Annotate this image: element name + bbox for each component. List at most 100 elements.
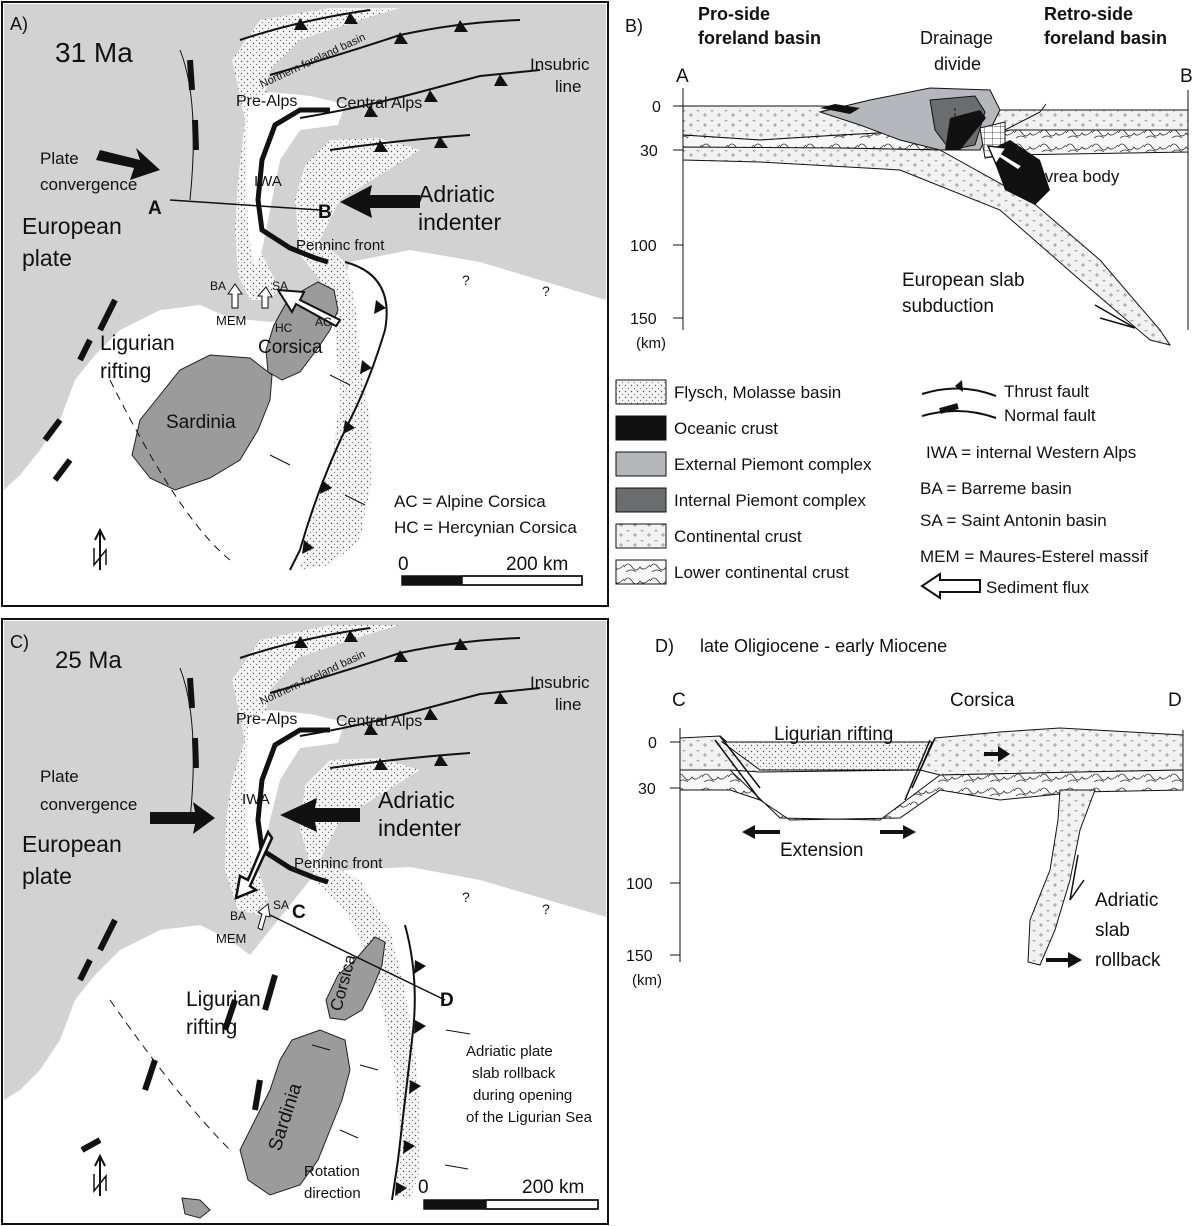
european-slab-b — [682, 146, 1172, 346]
extension-arrow-left — [742, 825, 780, 839]
slab-sense-d — [1069, 854, 1085, 901]
section-end-d: D — [1168, 690, 1182, 711]
hc-label-a: HC — [275, 321, 293, 335]
european-plate-label-c-2: plate — [22, 863, 72, 889]
legend-label-internal: Internal Piemont complex — [674, 491, 866, 510]
plate-convergence-arrow-c — [150, 802, 215, 834]
legend-label-flysch: Flysch, Molasse basin — [674, 383, 841, 402]
scale-bar-a — [401, 575, 583, 586]
panel-b-section — [673, 87, 1189, 346]
panel-a-letter: A) — [10, 14, 28, 34]
retro-side-label-1: Retro-side — [1044, 4, 1133, 24]
north-arrow-c — [93, 1153, 107, 1196]
european-plate-label-c-1: European — [22, 831, 122, 857]
insubric-label-c-2: line — [555, 695, 581, 714]
ba-definition: BA = Barreme basin — [920, 479, 1072, 498]
depth-tick-d-30: 30 — [638, 781, 656, 798]
scale-end-a: 200 km — [506, 554, 568, 575]
sa-label-c: SA — [273, 898, 289, 912]
adriatic-slab-label-2: slab — [1095, 920, 1130, 941]
depth-tick-b-100: 100 — [630, 238, 657, 255]
depth-unit-b: (km) — [636, 335, 666, 352]
legend-thrust-symbol — [921, 387, 997, 397]
thrust-arrow-d — [984, 746, 1010, 762]
pre-alps-label-c: Pre-Alps — [236, 711, 297, 728]
section-point-b: B — [318, 202, 332, 223]
adriatic-arrow-a — [340, 185, 420, 218]
plate-convergence-arrow-a — [96, 148, 160, 180]
panel-c-map — [1, 618, 609, 1225]
scale-zero-a: 0 — [398, 554, 409, 575]
sa-definition: SA = Saint Antonin basin — [920, 511, 1107, 530]
sardinia-label-a: Sardinia — [166, 412, 236, 433]
iwa-label-a: IWA — [254, 173, 282, 190]
legend-normal-label: Normal fault — [1004, 406, 1096, 425]
legend-swatch-external — [615, 451, 667, 477]
pro-side-label-2: foreland basin — [698, 28, 821, 48]
rollback-arrow-d — [1046, 952, 1082, 968]
thrust-teeth-a — [294, 12, 508, 554]
ligurian-label-c-1: Ligurian — [186, 988, 261, 1011]
section-point-a: A — [148, 198, 162, 219]
legend-swatch-oceanic — [615, 415, 667, 441]
iwa-front-a — [255, 107, 330, 265]
oceanic-crust-b — [820, 104, 986, 150]
adriatic-slab-d — [1027, 789, 1096, 966]
sardinia-island-c — [239, 1029, 351, 1196]
panel-b-letter: B) — [625, 16, 643, 36]
panel-a-age: 31 Ma — [55, 37, 133, 68]
penninc-front-label-c: Penninc front — [294, 855, 383, 872]
mem-definition: MEM = Maures-Esterel massif — [920, 547, 1148, 566]
adriatic-slab-label-3: rollback — [1095, 950, 1161, 971]
rollback-label-c-4: of the Ligurian Sea — [466, 1109, 593, 1126]
central-alps-label-a: Central Alps — [336, 95, 422, 112]
rift-faults-d — [714, 735, 936, 801]
pre-alps-label-a: Pre-Alps — [236, 93, 297, 110]
ba-label-c: BA — [230, 909, 246, 923]
drainage-label-2: divide — [934, 54, 981, 74]
fault-arrows-b — [1004, 103, 1047, 131]
corsica-island-a — [265, 281, 339, 381]
ba-label-a: BA — [210, 279, 226, 293]
ligurian-rifting-label-d: Ligurian rifting — [774, 724, 893, 745]
legend-swatch-continental — [615, 523, 667, 549]
pro-side-label-1: Pro-side — [698, 4, 770, 24]
adriatic-slab-label-1: Adriatic — [1095, 890, 1158, 911]
question-mark-a-2: ? — [542, 283, 550, 299]
corsica-island-c — [325, 936, 386, 1021]
european-slab-label-1: European slab — [902, 270, 1025, 291]
normal-faults-a — [42, 49, 231, 561]
legend-normal-symbol — [921, 409, 997, 419]
adriatic-label-c-1: Adriatic — [378, 787, 455, 813]
extension-label-d: Extension — [780, 840, 863, 861]
small-island-c — [181, 1197, 211, 1219]
rotation-arrows-a — [269, 374, 366, 506]
plate-convergence-label-c-2: convergence — [40, 795, 137, 814]
ivrea-body-label: Ivrea body — [1040, 167, 1120, 186]
small-flux-arrow-a2 — [256, 286, 273, 309]
legend-label-external: External Piemont complex — [674, 455, 872, 474]
corsica-label-a: Corsica — [258, 337, 323, 358]
depth-tick-b-0: 0 — [652, 99, 661, 116]
adriatic-arrow-c — [280, 798, 360, 832]
iwa-definition: IWA = internal Western Alps — [926, 443, 1136, 462]
question-mark-c-2: ? — [542, 901, 550, 917]
panel-d-section — [670, 727, 1184, 968]
ligurian-label-a-2: rifting — [100, 360, 151, 383]
penninc-front-label-a: Penninc front — [296, 237, 385, 254]
depth-ticks-d — [670, 741, 680, 956]
central-alps-label-c: Central Alps — [336, 713, 422, 730]
depth-tick-d-100: 100 — [626, 876, 653, 893]
sediment-flux-arrow-c — [234, 829, 274, 900]
plate-convergence-label-c-1: Plate — [40, 767, 79, 786]
scale-zero-c: 0 — [418, 1177, 429, 1198]
ac-definition: AC = Alpine Corsica — [394, 492, 546, 511]
sardinia-island-a — [131, 354, 273, 491]
scale-bar-c — [423, 1199, 599, 1210]
hc-definition: HC = Hercynian Corsica — [394, 518, 577, 537]
rollback-label-c-2: slab rollback — [472, 1065, 556, 1082]
insubric-label-c-1: Insubric — [530, 673, 590, 692]
rotation-label-c-2: direction — [304, 1185, 361, 1202]
section-end-a: A — [676, 66, 689, 87]
